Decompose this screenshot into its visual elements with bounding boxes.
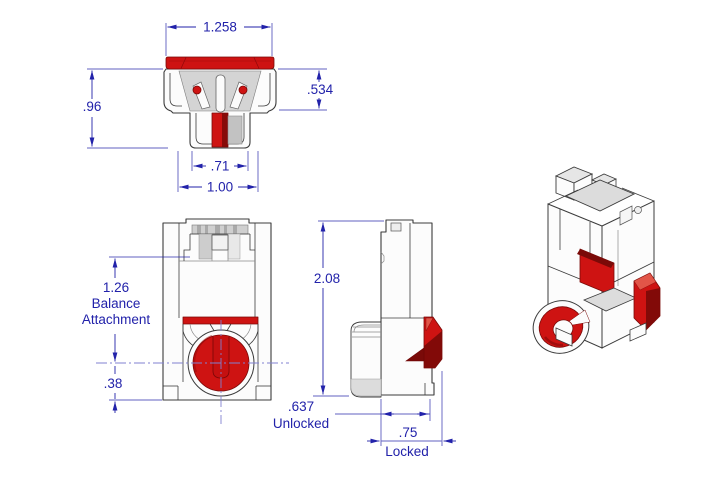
dim-balance-attachment: 1.26 Balance Attachment: [82, 256, 190, 362]
dim-unlocked-value-text: .637: [288, 399, 314, 414]
iso-top-face: [564, 179, 636, 212]
side-view: 2.08 .637 Unlocked .75 Locked: [273, 219, 456, 459]
dim-top-overall-height-text: .96: [83, 99, 102, 114]
dim-unlocked-label-text: Unlocked: [273, 416, 329, 431]
dim-base-offset-text: .38: [104, 376, 123, 391]
dim-balance-word1-text: Balance: [92, 296, 141, 311]
dim-top-outer-width-text: 1.00: [207, 180, 233, 195]
dim-locked-value-text: .75: [399, 425, 418, 440]
dim-top-inner-width: .71: [191, 151, 249, 174]
side-view-latch-hook: [405, 347, 425, 362]
top-view-red-cap: [165, 56, 275, 70]
dim-top-outer-width: 1.00: [177, 151, 259, 195]
front-view-red-bar: [182, 316, 259, 325]
dim-top-overall-height: .96: [83, 68, 168, 149]
isometric-view: [532, 166, 661, 354]
side-view-body: [380, 219, 435, 396]
dim-balance-word2-text: Attachment: [82, 312, 151, 327]
dim-top-side-height-text: .534: [307, 82, 334, 97]
front-view: 1.26 Balance Attachment .38: [82, 218, 289, 424]
dim-top-width: 1.258: [165, 20, 273, 56]
top-view-red-pin-left: [192, 85, 202, 95]
dim-top-side-height: .534: [278, 68, 334, 111]
dim-side-height: 2.08: [313, 220, 384, 397]
dim-unlocked-width: .637 Unlocked: [273, 399, 431, 446]
dim-top-width-text: 1.258: [203, 20, 237, 35]
top-view-red-pin-right: [238, 85, 248, 95]
dim-side-height-text: 2.08: [314, 271, 340, 286]
dim-balance-value-text: 1.26: [103, 280, 129, 295]
dim-top-inner-width-text: .71: [211, 159, 230, 174]
dim-locked-label-text: Locked: [385, 444, 429, 459]
top-view: 1.258 .96 .534 .71 1.00: [83, 20, 334, 195]
dim-locked-width: .75 Locked: [367, 371, 456, 459]
dim-base-offset: .38: [104, 366, 162, 413]
